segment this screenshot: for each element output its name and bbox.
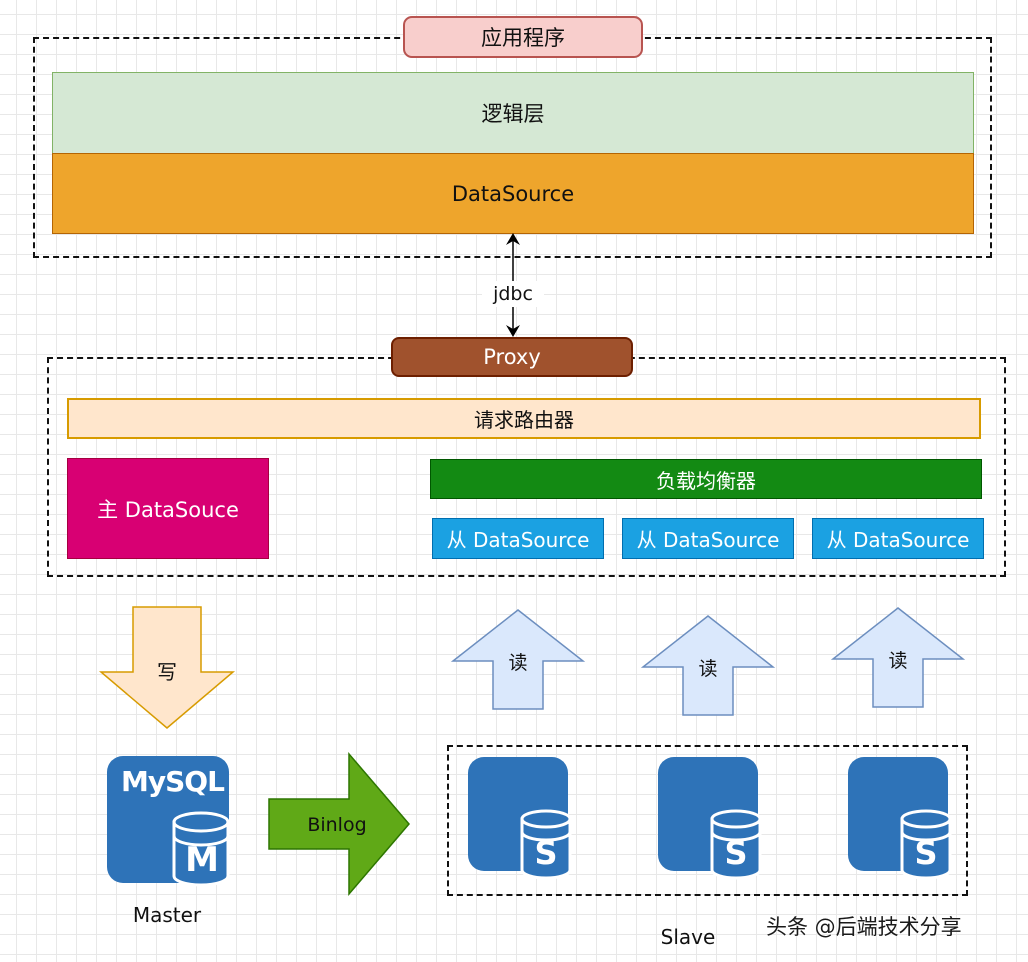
slave-letter-text: S: [724, 834, 748, 872]
slave-datasource-label: 从 DataSource: [446, 528, 590, 552]
datasource-box: DataSource: [52, 153, 974, 234]
slave-db-letter: S: [711, 834, 761, 872]
slave-db-cylinder-icon: [900, 809, 952, 880]
slave-letter-text: S: [914, 834, 938, 872]
mysql-icon-text: MySQL: [121, 765, 225, 798]
slave-datasource-box: 从 DataSource: [622, 518, 794, 559]
slave-caption: Slave: [630, 922, 746, 952]
master-datasource-box: 主 DataSouce: [67, 458, 269, 559]
master-letter-text: M: [185, 840, 219, 880]
request-router-box: 请求路由器: [67, 398, 981, 439]
read-arrow: [450, 609, 586, 710]
application-title: 应用程序: [403, 16, 643, 58]
logic-layer-label: 逻辑层: [481, 102, 545, 126]
datasource-label: DataSource: [451, 181, 575, 206]
slave-caption-text: Slave: [660, 925, 716, 949]
logic-layer-box: 逻辑层: [52, 72, 974, 154]
jdbc-text: jdbc: [493, 283, 533, 305]
master-caption-text: Master: [132, 903, 202, 927]
read-text: 读: [698, 657, 718, 680]
write-text: 写: [157, 659, 177, 684]
binlog-label: Binlog: [277, 808, 397, 842]
proxy-title: Proxy: [391, 337, 633, 377]
slave-db-cylinder-icon: [710, 809, 762, 880]
slave-db-cylinder-icon: [520, 809, 572, 880]
write-arrow: [98, 606, 236, 729]
watermark-text: 头条 @后端技术分享: [766, 915, 962, 939]
watermark: 头条 @后端技术分享: [766, 910, 1016, 942]
read-arrow: [830, 607, 966, 708]
read-text: 读: [508, 651, 528, 674]
proxy-title-label: Proxy: [483, 345, 541, 369]
application-title-label: 应用程序: [481, 26, 565, 50]
master-db-cylinder-icon: [172, 811, 230, 887]
slave-db-letter: S: [901, 834, 951, 872]
master-datasource-label: 主 DataSouce: [97, 497, 239, 522]
master-caption: Master: [108, 900, 226, 930]
binlog-text: Binlog: [307, 814, 367, 836]
slave-datasource-box: 从 DataSource: [432, 518, 604, 559]
load-balancer-box: 负载均衡器: [430, 459, 982, 499]
slave-datasource-label: 从 DataSource: [636, 528, 780, 552]
binlog-arrow: [268, 751, 410, 897]
request-router-label: 请求路由器: [474, 408, 574, 432]
read-label: 读: [493, 646, 543, 676]
load-balancer-label: 负载均衡器: [656, 468, 756, 493]
master-db-letter: M: [174, 840, 230, 880]
slave-letter-text: S: [534, 834, 558, 872]
read-arrow: [640, 615, 776, 716]
slave-group: [447, 745, 968, 896]
slave-db-letter: S: [521, 834, 571, 872]
read-label: 读: [683, 652, 733, 682]
read-text: 读: [888, 649, 908, 672]
slave-datasource-box: 从 DataSource: [812, 518, 984, 559]
write-label: 写: [133, 652, 201, 688]
jdbc-label: jdbc: [482, 281, 544, 307]
slave-datasource-label: 从 DataSource: [826, 528, 970, 552]
read-label: 读: [873, 644, 923, 674]
